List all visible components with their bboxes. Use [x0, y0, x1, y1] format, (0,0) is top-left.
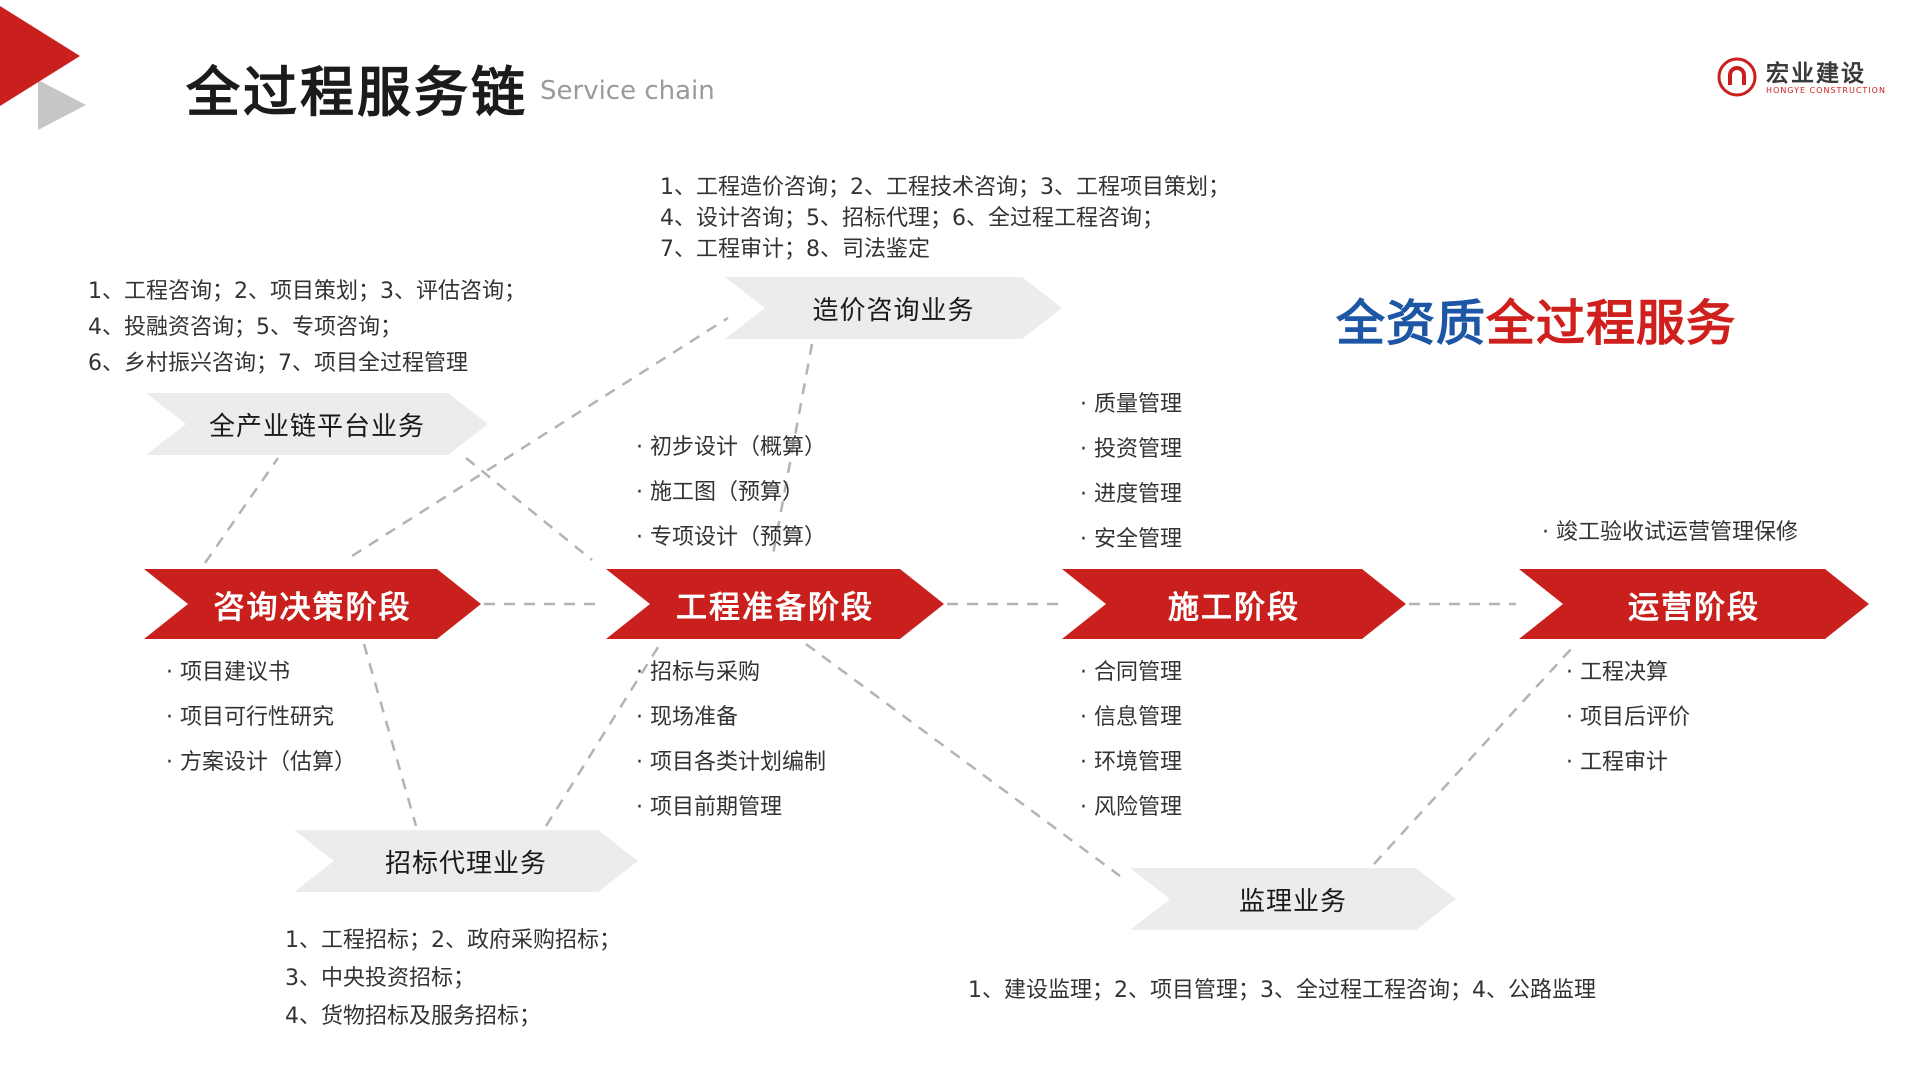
platform-business-desc: 1、工程咨询；2、项目策划；3、评估咨询； 4、投融资咨询；5、专项咨询； 6、…	[88, 274, 526, 382]
desc-line: 4、货物招标及服务招标；	[285, 1004, 541, 1029]
list-item: · 信息管理	[1080, 705, 1182, 730]
stage-construction-below-list: · 合同管理 · 信息管理 · 环境管理 · 风险管理	[1080, 650, 1182, 830]
stage-arrow-operation: 运营阶段	[1519, 569, 1869, 639]
list-item: · 初步设计（概算）	[636, 435, 826, 460]
page-title: 全过程服务链	[186, 61, 528, 124]
list-item: · 项目各类计划编制	[636, 750, 826, 775]
list-item: · 方案设计（估算）	[166, 750, 356, 775]
list-item: · 施工图（预算）	[636, 480, 804, 505]
desc-line: 4、设计咨询；5、招标代理；6、全过程工程咨询；	[660, 206, 1164, 231]
list-item: · 项目可行性研究	[166, 705, 334, 730]
tender-business-desc: 1、工程招标；2、政府采购招标； 3、中央投资招标； 4、货物招标及服务招标；	[285, 922, 621, 1036]
headline: 全资质全过程服务	[1336, 284, 1736, 355]
list-item: · 工程决算	[1566, 660, 1668, 685]
business-arrow-tender-agency: 招标代理业务	[294, 830, 638, 892]
list-item: · 环境管理	[1080, 750, 1182, 775]
desc-line: 3、中央投资招标；	[285, 966, 475, 991]
desc-line: 1、工程咨询；2、项目策划；3、评估咨询；	[88, 279, 526, 304]
list-item: · 合同管理	[1080, 660, 1182, 685]
cost-business-desc: 1、工程造价咨询；2、工程技术咨询；3、工程项目策划； 4、设计咨询；5、招标代…	[660, 172, 1230, 265]
list-item: · 招标与采购	[636, 660, 760, 685]
page-subtitle: Service chain	[540, 76, 715, 106]
business-arrow-platform: 全产业链平台业务	[146, 393, 488, 455]
desc-line: 1、工程造价咨询；2、工程技术咨询；3、工程项目策划；	[660, 175, 1230, 200]
list-item: · 项目建议书	[166, 660, 290, 685]
stage-preparation-above-list: · 初步设计（概算） · 施工图（预算） · 专项设计（预算）	[636, 425, 826, 560]
list-item: · 项目前期管理	[636, 795, 782, 820]
list-item: · 进度管理	[1080, 482, 1182, 507]
desc-line: 7、工程审计；8、司法鉴定	[660, 237, 930, 262]
stage-construction-above-list: · 质量管理 · 投资管理 · 进度管理 · 安全管理	[1080, 382, 1182, 562]
list-item: · 项目后评价	[1566, 705, 1690, 730]
logo-arch-icon	[1716, 56, 1758, 102]
logo-tagline: HONGYE CONSTRUCTION	[1766, 86, 1886, 96]
desc-line: 1、建设监理；2、项目管理；3、全过程工程咨询；4、公路监理	[968, 978, 1596, 1003]
list-item: · 现场准备	[636, 705, 738, 730]
business-arrow-supervision: 监理业务	[1130, 868, 1456, 930]
stage-arrow-preparation: 工程准备阶段	[606, 569, 944, 639]
list-item: · 工程审计	[1566, 750, 1668, 775]
list-item: · 投资管理	[1080, 437, 1182, 462]
stage-operation-above-list: · 竣工验收试运营管理保修	[1542, 510, 1798, 555]
stage-consulting-below-list: · 项目建议书 · 项目可行性研究 · 方案设计（估算）	[166, 650, 356, 785]
stage-operation-below-list: · 工程决算 · 项目后评价 · 工程审计	[1566, 650, 1690, 785]
stage-arrow-construction: 施工阶段	[1062, 569, 1406, 639]
supervision-business-desc: 1、建设监理；2、项目管理；3、全过程工程咨询；4、公路监理	[968, 972, 1596, 1010]
stage-preparation-below-list: · 招标与采购 · 现场准备 · 项目各类计划编制 · 项目前期管理	[636, 650, 826, 830]
headline-blue: 全资质	[1336, 295, 1487, 352]
company-logo: 宏业建设 HONGYE CONSTRUCTION	[1716, 56, 1886, 102]
list-item: · 质量管理	[1080, 392, 1182, 417]
desc-line: 4、投融资咨询；5、专项咨询；	[88, 315, 402, 340]
headline-red: 全过程服务	[1486, 295, 1737, 352]
business-arrow-cost-consulting: 造价咨询业务	[725, 277, 1062, 339]
logo-name: 宏业建设	[1766, 60, 1866, 87]
stage-arrow-consulting-decision: 咨询决策阶段	[144, 569, 481, 639]
list-item: · 安全管理	[1080, 527, 1182, 552]
desc-line: 1、工程招标；2、政府采购招标；	[285, 928, 621, 953]
desc-line: 6、乡村振兴咨询；7、项目全过程管理	[88, 351, 468, 376]
list-item: · 风险管理	[1080, 795, 1182, 820]
list-item: · 专项设计（预算）	[636, 525, 826, 550]
list-item: · 竣工验收试运营管理保修	[1542, 520, 1798, 545]
